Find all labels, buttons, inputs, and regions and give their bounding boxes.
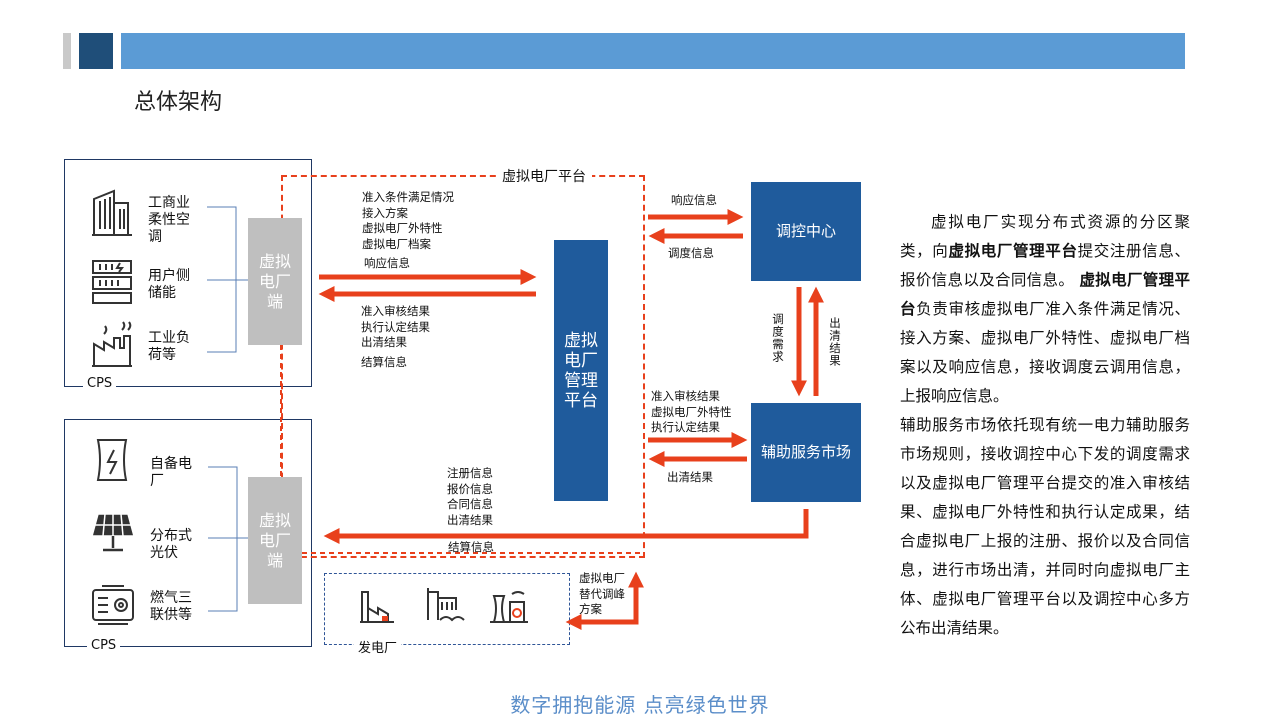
dispatch-center: 调控中心: [751, 182, 861, 281]
flow-note: 出清结果: [828, 317, 842, 367]
page-title: 总体架构: [134, 90, 223, 115]
source-gas-label: 燃气三联供等: [150, 590, 192, 623]
flow-note: 结算信息: [361, 355, 407, 369]
platform-label: 虚拟电厂平台: [496, 166, 592, 186]
flow-note: 替代调峰: [579, 586, 625, 601]
footer-slogan: 数字拥抱能源 点亮绿色世界: [510, 693, 770, 717]
power-plant-label: 发电厂: [354, 637, 402, 656]
source-solar-label: 分布式光伏: [150, 528, 192, 561]
flow-note: 出清结果: [667, 470, 713, 484]
arrow-plant-replace: [565, 571, 645, 631]
description-panel: 虚拟电厂实现分布式资源的分区聚类，向虚拟电厂管理平台提交注册信息、报价信息以及合…: [900, 208, 1190, 643]
aux-market: 辅助服务市场: [751, 403, 861, 502]
cps-bottom-label: CPS: [87, 638, 121, 653]
flow-platform-to-aux-notes: 准入审核结果 虚拟电厂外特性 执行认定结果: [651, 389, 732, 436]
vpp-end-bottom: 虚拟电厂端: [248, 477, 302, 604]
gas-generator-icon: [90, 584, 136, 626]
flow-note: 准入审核结果: [361, 304, 430, 318]
flow-note: 报价信息: [447, 481, 493, 496]
cps-top-brackets: [207, 206, 248, 353]
description-paragraph-1: 虚拟电厂实现分布式资源的分区聚类，向虚拟电厂管理平台提交注册信息、报价信息以及合…: [900, 213, 1190, 405]
hydro-plant-icon: [426, 584, 466, 624]
flow-note: 准入审核结果: [651, 389, 720, 403]
flow-note: 虚拟电厂: [579, 571, 625, 585]
flow-plant-replace-notes: 虚拟电厂 替代调峰 方案: [579, 571, 625, 618]
header-accent-gray: [63, 33, 71, 69]
flow-note: 注册信息: [447, 466, 493, 480]
factory-icon: [90, 320, 134, 368]
flow-note: 虚拟电厂外特性: [651, 404, 732, 419]
flow-note: 出清结果: [447, 512, 493, 527]
flow-note: 虚拟电厂档案: [362, 236, 431, 251]
dispatch-center-label: 调控中心: [775, 222, 836, 240]
battery-storage-icon: [90, 258, 134, 306]
flow-note: 调度信息: [668, 246, 714, 260]
coal-plant-icon: [358, 584, 396, 624]
flow-note: 结算信息: [448, 540, 494, 554]
flow-note: 执行认定结果: [651, 420, 720, 434]
cps-top-label: CPS: [83, 376, 117, 391]
description-paragraph-2: 辅助服务市场依托现有统一电力辅助服务市场规则，接收调控中心下发的调度需求以及虚拟…: [900, 416, 1190, 637]
flow-to-platform-notes: 准入条件满足情况 接入方案 虚拟电厂外特性 虚拟电厂档案: [362, 190, 454, 252]
vpp-end-bottom-label: 虚拟电厂端: [258, 510, 291, 570]
flow-bottom-to-aux-notes: 注册信息 报价信息 合同信息 出清结果: [447, 466, 493, 528]
flow-note: 响应信息: [364, 256, 410, 270]
flow-note: 虚拟电厂外特性: [362, 221, 443, 235]
vpp-end-top: 虚拟电厂端: [248, 218, 302, 345]
flow-note: 接入方案: [362, 205, 408, 220]
cps-top-box: [64, 159, 312, 387]
flow-note: 方案: [579, 602, 602, 616]
flow-from-platform-notes: 准入审核结果 执行认定结果 出清结果: [361, 304, 430, 351]
power-plant-icon: [92, 436, 132, 482]
source-hvac-label: 工商业柔性空调: [148, 195, 190, 245]
solar-panel-icon: [90, 512, 136, 554]
flow-note: 响应信息: [671, 193, 717, 207]
source-storage-label: 用户侧储能: [148, 268, 190, 301]
flow-note: 出清结果: [361, 335, 407, 349]
header-accent-dark: [79, 33, 113, 69]
nuclear-plant-icon: [488, 586, 530, 626]
flow-note: 执行认定结果: [361, 319, 430, 334]
cps-bottom-box: [64, 419, 312, 647]
cps-bottom-brackets: [208, 466, 248, 612]
arrow-aux-to-bottom-vpp: [323, 509, 809, 545]
management-platform: 虚拟电厂管理平台: [554, 240, 608, 501]
office-building-icon: [90, 187, 134, 237]
flow-note: 调度需求: [771, 313, 785, 363]
flow-note: 合同信息: [447, 497, 493, 511]
aux-market-label: 辅助服务市场: [760, 443, 851, 461]
source-industrial-label: 工业负荷等: [148, 330, 190, 363]
vpp-end-top-label: 虚拟电厂端: [258, 251, 291, 311]
source-self-plant-label: 自备电厂: [150, 456, 192, 489]
flow-note: 准入条件满足情况: [362, 190, 454, 204]
management-platform-label: 虚拟电厂管理平台: [563, 330, 598, 411]
header-bar: [121, 33, 1185, 69]
